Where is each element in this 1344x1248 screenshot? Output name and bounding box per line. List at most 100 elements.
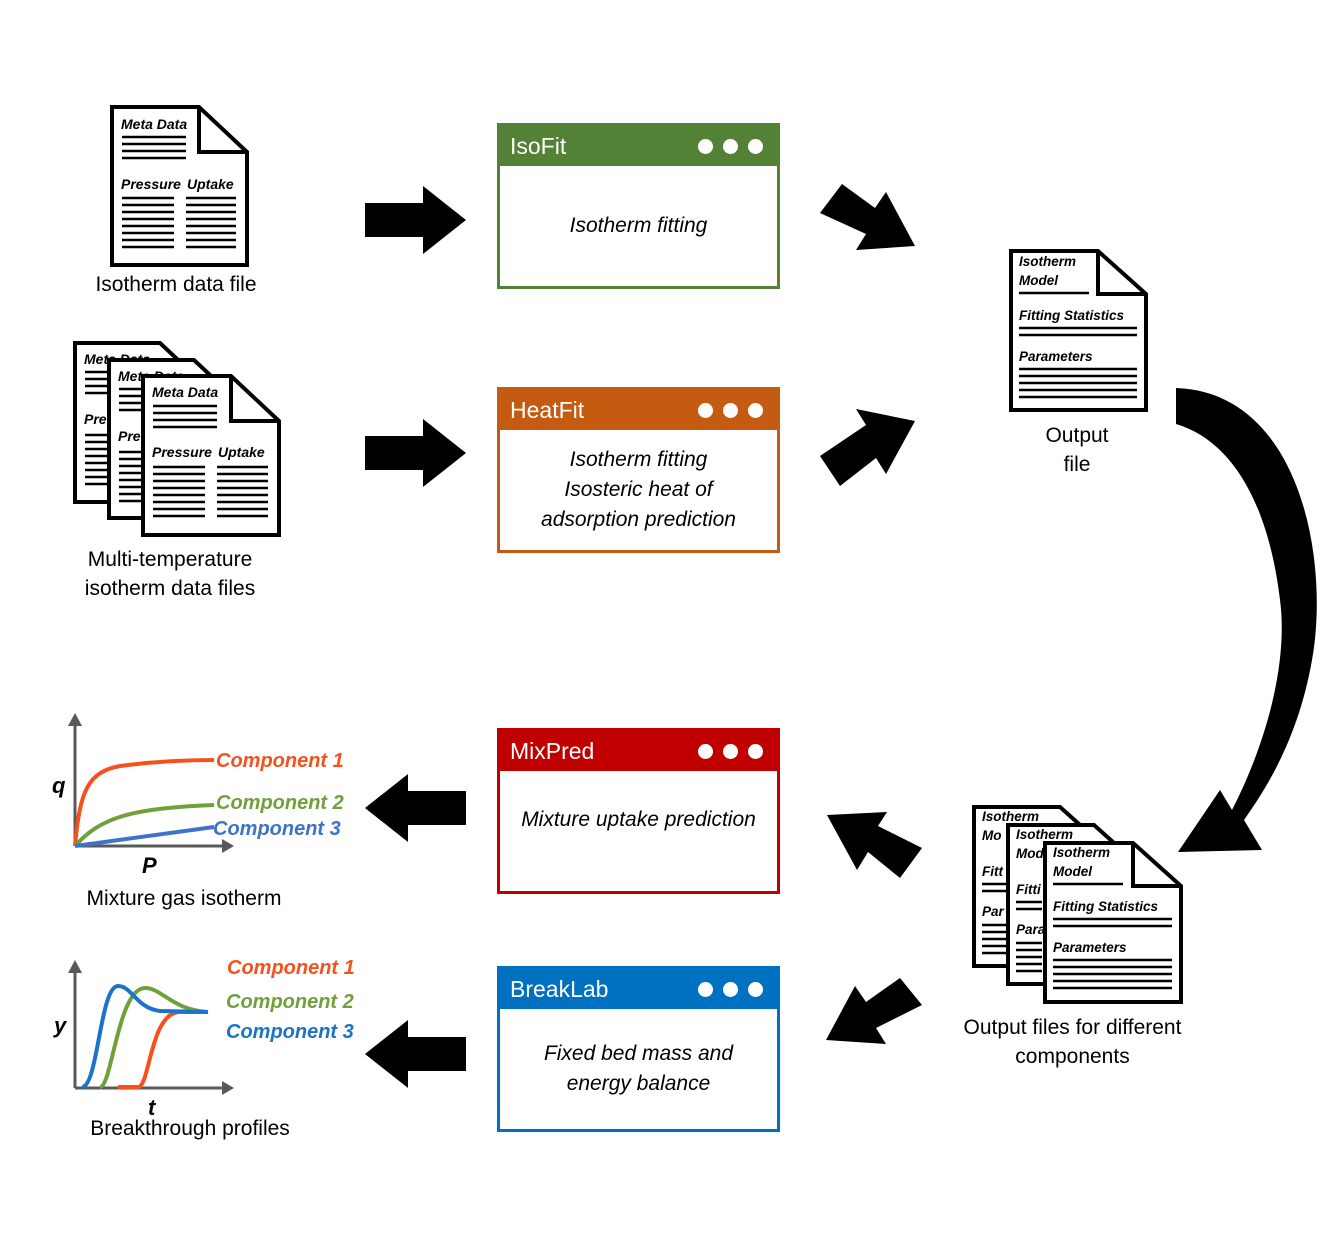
output-back1-params: Par [982, 904, 1005, 919]
isofit-title: IsoFit [510, 132, 567, 159]
output-file-caption-line2: file [1063, 453, 1091, 476]
heatfit-description-line1: Isotherm fitting [569, 448, 708, 471]
window-dot-icon[interactable] [698, 743, 713, 759]
breaklab-title: BreakLab [510, 975, 609, 1002]
breakthrough-curve-component-2 [98, 985, 209, 1089]
window-dot-icon[interactable] [698, 138, 713, 154]
mixture-curve-component-3 [74, 825, 215, 848]
output-files-caption-line1: Output files for different [963, 1016, 1182, 1039]
mixture-x-arrowhead [222, 839, 234, 853]
breakthrough-xlabel: t [148, 1095, 157, 1120]
isotherm-file-meta-label: Meta Data [121, 116, 187, 132]
heatfit-title: HeatFit [510, 396, 585, 423]
mixpred-body: Mixture uptake prediction [500, 771, 777, 869]
multi-front-meta-label: Meta Data [152, 384, 218, 400]
output-front-model: Model [1053, 864, 1092, 879]
mixture-curve-component-2 [73, 803, 215, 848]
output-back1-isotherm: Isotherm [982, 809, 1039, 824]
output-files-stack-icon: Isotherm Mo Fitt Par Isotherm Mod Fitti … [972, 805, 1183, 1004]
output-front-stats: Fitting Statistics [1053, 899, 1158, 914]
mixture-xlabel: P [142, 853, 157, 878]
mixture-ylabel: q [52, 773, 66, 798]
isotherm-file-col1-label: Pressure [121, 176, 181, 192]
mixture-curve-component-1 [73, 758, 215, 847]
output-back1-model: Mo [982, 828, 1002, 843]
multi-front-col2-label: Uptake [218, 444, 265, 460]
output-front-params: Parameters [1053, 940, 1127, 955]
window-controls[interactable] [698, 981, 763, 997]
heatfit-description-line3: adsorption prediction [541, 508, 736, 531]
mixture-legend-component-2: Component 2 [216, 792, 344, 814]
arrow-right-heatfit [365, 419, 466, 487]
mixture-plot: q P Component 1 Component 2 Component 3 [52, 713, 344, 878]
window-dot-icon[interactable] [723, 743, 738, 759]
mixpred-title: MixPred [510, 737, 595, 764]
heatfit-body: Isotherm fitting Isosteric heat of adsor… [500, 430, 777, 550]
window-controls[interactable] [698, 138, 763, 154]
heatfit-titlebar[interactable]: HeatFit [500, 390, 777, 430]
window-dot-icon[interactable] [748, 402, 763, 418]
output-front-isotherm: Isotherm [1053, 845, 1110, 860]
window-controls[interactable] [698, 402, 763, 418]
multi-front-col1-label: Pressure [152, 444, 212, 460]
arrow-diag-files-breaklab [826, 978, 922, 1044]
output-back2-params: Para [1016, 922, 1046, 937]
isotherm-file-icon: Meta Data Pressure Uptake [110, 105, 249, 267]
breakthrough-legend-component-2: Component 2 [226, 991, 354, 1013]
window-dot-icon[interactable] [723, 402, 738, 418]
window-dot-icon[interactable] [748, 981, 763, 997]
arrow-right-isofit [365, 186, 466, 254]
breakthrough-legend-component-3: Component 3 [226, 1021, 354, 1043]
breakthrough-x-arrowhead [222, 1081, 234, 1095]
mixpred-titlebar[interactable]: MixPred [500, 731, 777, 771]
breaklab-window[interactable]: BreakLab Fixed bed mass and energy balan… [497, 966, 780, 1132]
isotherm-file-caption: Isotherm data file [95, 273, 257, 296]
arrow-diag-files-mixpred [827, 812, 922, 878]
output-file-model-label: Model [1019, 273, 1058, 288]
breakthrough-plot-caption: Breakthrough profiles [90, 1117, 290, 1140]
output-file-icon: Isotherm Model Fitting Statistics Parame… [1009, 249, 1148, 412]
isofit-window[interactable]: IsoFit Isotherm fitting [497, 123, 780, 289]
breakthrough-plot: y t Component 1 Component 2 Component 3 [53, 957, 355, 1120]
breaklab-description-line2: energy balance [566, 1072, 711, 1095]
window-dot-icon[interactable] [698, 402, 713, 418]
output-back1-stats: Fitt [982, 864, 1003, 879]
breaklab-description-line1: Fixed bed mass and [543, 1042, 734, 1065]
output-file-isotherm-label: Isotherm [1019, 254, 1076, 269]
arrow-diag-heatfit-output [820, 409, 915, 486]
output-files-caption: Output files for different components [930, 1013, 1215, 1071]
output-back2-model: Mod [1016, 846, 1044, 861]
output-file-params-label: Parameters [1019, 349, 1093, 364]
window-dot-icon[interactable] [723, 138, 738, 154]
breakthrough-legend-component-1: Component 1 [227, 957, 355, 979]
arrow-diag-isofit-output [820, 184, 915, 250]
arrow-left-mixpred [365, 774, 466, 842]
breakthrough-y-arrowhead [68, 960, 82, 973]
output-back2-isotherm: Isotherm [1016, 827, 1073, 842]
mixpred-window[interactable]: MixPred Mixture uptake prediction [497, 728, 780, 894]
multi-temperature-files-icon: Meta Data Pre Meta Data Pre Meta Data [73, 341, 281, 537]
breakthrough-ylabel: y [53, 1013, 68, 1038]
window-dot-icon[interactable] [748, 743, 763, 759]
mixture-legend-component-3: Component 3 [213, 818, 341, 840]
window-dot-icon[interactable] [698, 981, 713, 997]
window-dot-icon[interactable] [748, 138, 763, 154]
multi-back1-col-label: Pre [84, 411, 107, 427]
window-controls[interactable] [698, 743, 763, 759]
isofit-description: Isotherm fitting [569, 214, 708, 237]
mixture-plot-caption: Mixture gas isotherm [86, 887, 282, 910]
isofit-titlebar[interactable]: IsoFit [500, 126, 777, 166]
window-dot-icon[interactable] [723, 981, 738, 997]
heatfit-window[interactable]: HeatFit Isotherm fitting Isosteric heat … [497, 387, 780, 553]
output-files-caption-line2: components [1015, 1045, 1130, 1068]
arrow-curved-output-to-files [1176, 388, 1317, 852]
breaklab-titlebar[interactable]: BreakLab [500, 969, 777, 1009]
multi-files-caption: Multi-temperature isotherm data files [60, 545, 280, 603]
multi-back2-col-label: Pre [118, 428, 141, 444]
heatfit-description-line2: Isosteric heat of [564, 478, 713, 501]
mixture-legend-component-1: Component 1 [216, 750, 344, 772]
output-file-caption: Output file [1027, 421, 1127, 479]
arrow-left-breaklab [365, 1020, 466, 1088]
isotherm-file-col2-label: Uptake [187, 176, 234, 192]
